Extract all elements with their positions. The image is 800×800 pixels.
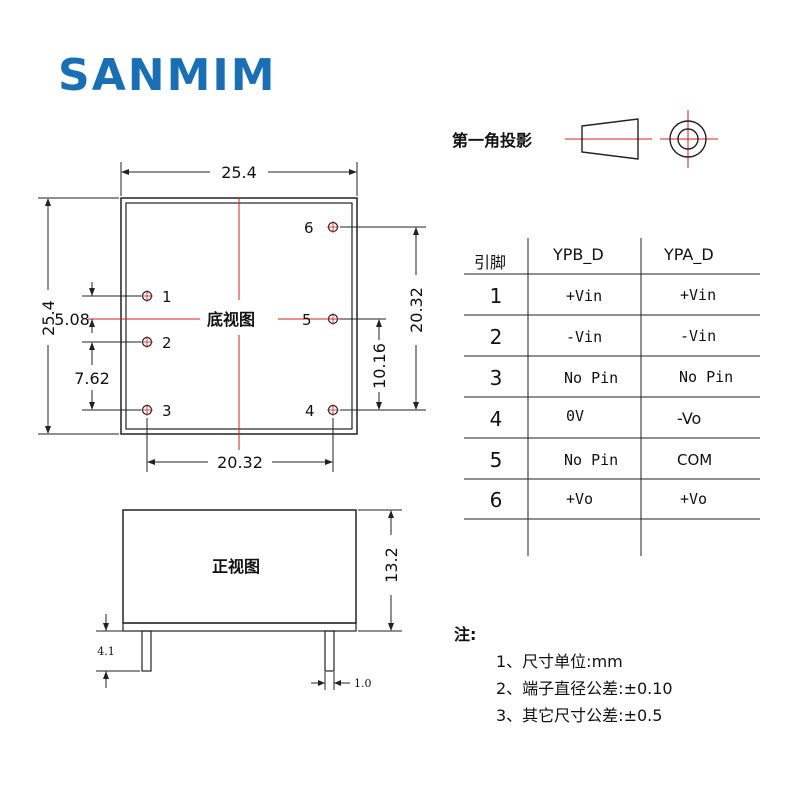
pin-label-3: 3 (162, 402, 172, 420)
first-angle-projection-icon (565, 110, 718, 168)
dim-front-height-label: 13.2 (382, 547, 401, 583)
svg-text:4: 4 (490, 407, 503, 431)
notes: 注: 1、尺寸单位:mm 2、端子直径公差:±0.10 3、其它尺寸公差:±0.… (454, 625, 673, 725)
front-view: 正视图 13.2 4.1 1 (96, 509, 402, 690)
table-row: 5 No Pin COM (490, 448, 713, 472)
front-view-label: 正视图 (212, 557, 260, 576)
dim-pin-length (96, 614, 140, 688)
pin-label-5: 5 (302, 311, 312, 329)
dim-pin-width-label: 1.0 (354, 677, 372, 690)
brand-logo: SANMIM (58, 50, 277, 101)
svg-text:5: 5 (490, 448, 503, 472)
svg-text:6: 6 (490, 488, 503, 512)
dim-pin-length-label: 4.1 (97, 645, 115, 658)
dim-bottom-span (146, 418, 334, 472)
dim-pin-width (311, 672, 350, 690)
note-item: 2、端子直径公差:±0.10 (496, 679, 673, 698)
svg-text:-Vin: -Vin (566, 328, 602, 346)
dim-bottom-span-label: 20.32 (217, 453, 263, 472)
bottom-view: 底视图 (38, 162, 426, 472)
pin-label-1: 1 (162, 288, 172, 306)
table-row: 3 No Pin No Pin (490, 366, 734, 390)
pin-6 (327, 221, 339, 233)
svg-text:-Vin: -Vin (680, 327, 716, 345)
pin-2 (141, 336, 153, 348)
table-row: 1 +Vin +Vin (490, 284, 716, 308)
dim-width-top (120, 162, 358, 196)
bottom-view-label: 底视图 (207, 310, 255, 329)
svg-text:No Pin: No Pin (564, 451, 618, 469)
svg-text:-Vo: -Vo (677, 409, 701, 428)
dim-pitch-7-62 (82, 341, 141, 411)
dim-pitch-5-08 (82, 282, 141, 333)
pin-1 (141, 290, 153, 302)
svg-text:3: 3 (490, 366, 503, 390)
dim-right-pitch (340, 318, 386, 410)
svg-text:1: 1 (490, 284, 503, 308)
dim-pitch-5-08-label: 5.08 (54, 310, 90, 329)
svg-text:No Pin: No Pin (564, 369, 618, 387)
svg-text:COM: COM (677, 451, 712, 469)
dim-right-span (340, 226, 426, 411)
pin-label-6: 6 (304, 219, 314, 237)
note-item: 1、尺寸单位:mm (496, 652, 623, 671)
dim-height-left (38, 197, 119, 435)
dim-front-height (358, 509, 402, 632)
dim-right-pitch-label: 10.16 (370, 343, 389, 389)
svg-text:+Vin: +Vin (680, 286, 716, 304)
pin-4 (327, 404, 339, 416)
svg-text:No Pin: No Pin (679, 368, 733, 386)
dim-pitch-7-62-label: 7.62 (74, 369, 110, 388)
table-header-ypa: YPA_D (663, 245, 714, 265)
table-row: 4 0V -Vo (490, 407, 702, 431)
svg-text:2: 2 (490, 325, 503, 349)
dim-right-span-label: 20.32 (407, 287, 426, 333)
dim-height-left-label: 25.4 (39, 300, 58, 336)
dim-width-top-label: 25.4 (221, 163, 257, 182)
table-header-pin: 引脚 (474, 253, 506, 272)
projection-label: 第一角投影 (452, 131, 532, 150)
note-item: 3、其它尺寸公差:±0.5 (496, 706, 662, 725)
pin-table: 引脚 YPB_D YPA_D 1 +Vin +Vin 2 -Vin -Vin 3… (464, 238, 760, 556)
svg-text:+Vin: +Vin (566, 287, 602, 305)
pin-label-4: 4 (305, 402, 315, 420)
front-pin-left (141, 630, 152, 672)
table-row: 6 +Vo +Vo (490, 488, 707, 512)
pin-5 (327, 313, 339, 325)
svg-text:+Vo: +Vo (566, 490, 593, 508)
table-row: 2 -Vin -Vin (490, 325, 716, 349)
pin-label-2: 2 (162, 334, 172, 352)
front-pin-right (324, 630, 335, 672)
pin-3 (141, 404, 153, 416)
notes-title: 注: (454, 625, 476, 644)
table-header-ypb: YPB_D (552, 245, 604, 265)
svg-text:+Vo: +Vo (680, 490, 707, 508)
svg-text:0V: 0V (566, 407, 584, 425)
